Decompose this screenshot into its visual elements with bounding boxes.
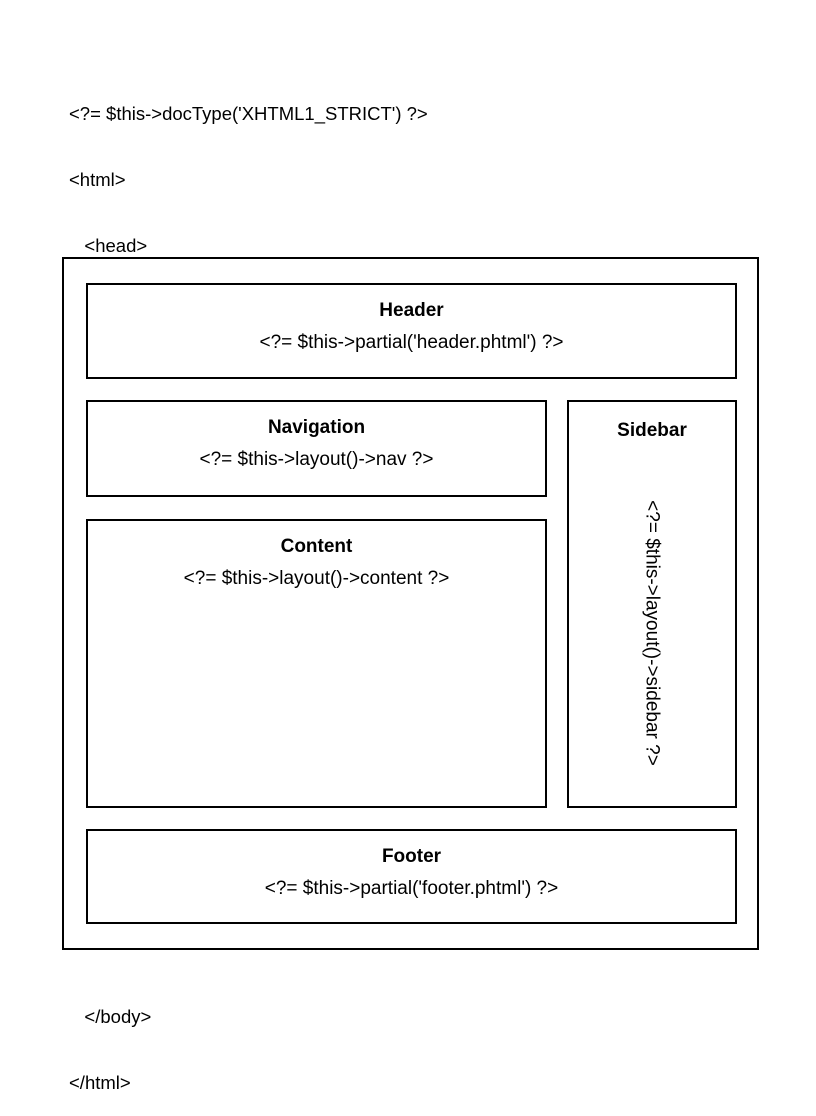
region-content-title: Content [280, 536, 353, 557]
code-listing-bottom: </body> </html> [69, 962, 151, 1116]
code-line: <html> [69, 169, 126, 190]
region-content-code: <?= $this->layout()->content ?> [183, 568, 450, 589]
region-navigation: Navigation <?= $this->layout()->nav ?> [86, 400, 547, 497]
region-sidebar-code: <?= $this->layout()->sidebar ?> [641, 500, 663, 766]
region-sidebar: Sidebar <?= $this->layout()->sidebar ?> [567, 400, 737, 808]
region-sidebar-title: Sidebar [617, 420, 687, 441]
region-footer-code: <?= $this->partial('footer.phtml') ?> [264, 878, 559, 899]
code-line: </html> [69, 1072, 131, 1093]
region-footer-title: Footer [381, 846, 442, 867]
region-header-title: Header [379, 300, 444, 321]
region-navigation-title: Navigation [267, 417, 366, 438]
region-navigation-code: <?= $this->layout()->nav ?> [199, 449, 434, 470]
code-line: <head> [69, 235, 148, 256]
region-content: Content <?= $this->layout()->content ?> [86, 519, 547, 808]
code-line: <?= $this->docType('XHTML1_STRICT') ?> [69, 103, 428, 124]
region-header: Header <?= $this->partial('header.phtml'… [86, 283, 737, 379]
code-line: </body> [69, 1006, 152, 1027]
region-footer: Footer <?= $this->partial('footer.phtml'… [86, 829, 737, 924]
region-header-code: <?= $this->partial('header.phtml') ?> [259, 332, 564, 353]
region-sidebar-code-wrap: <?= $this->layout()->sidebar ?> [569, 458, 735, 808]
layout-diagram-frame: Header <?= $this->partial('header.phtml'… [62, 257, 759, 950]
